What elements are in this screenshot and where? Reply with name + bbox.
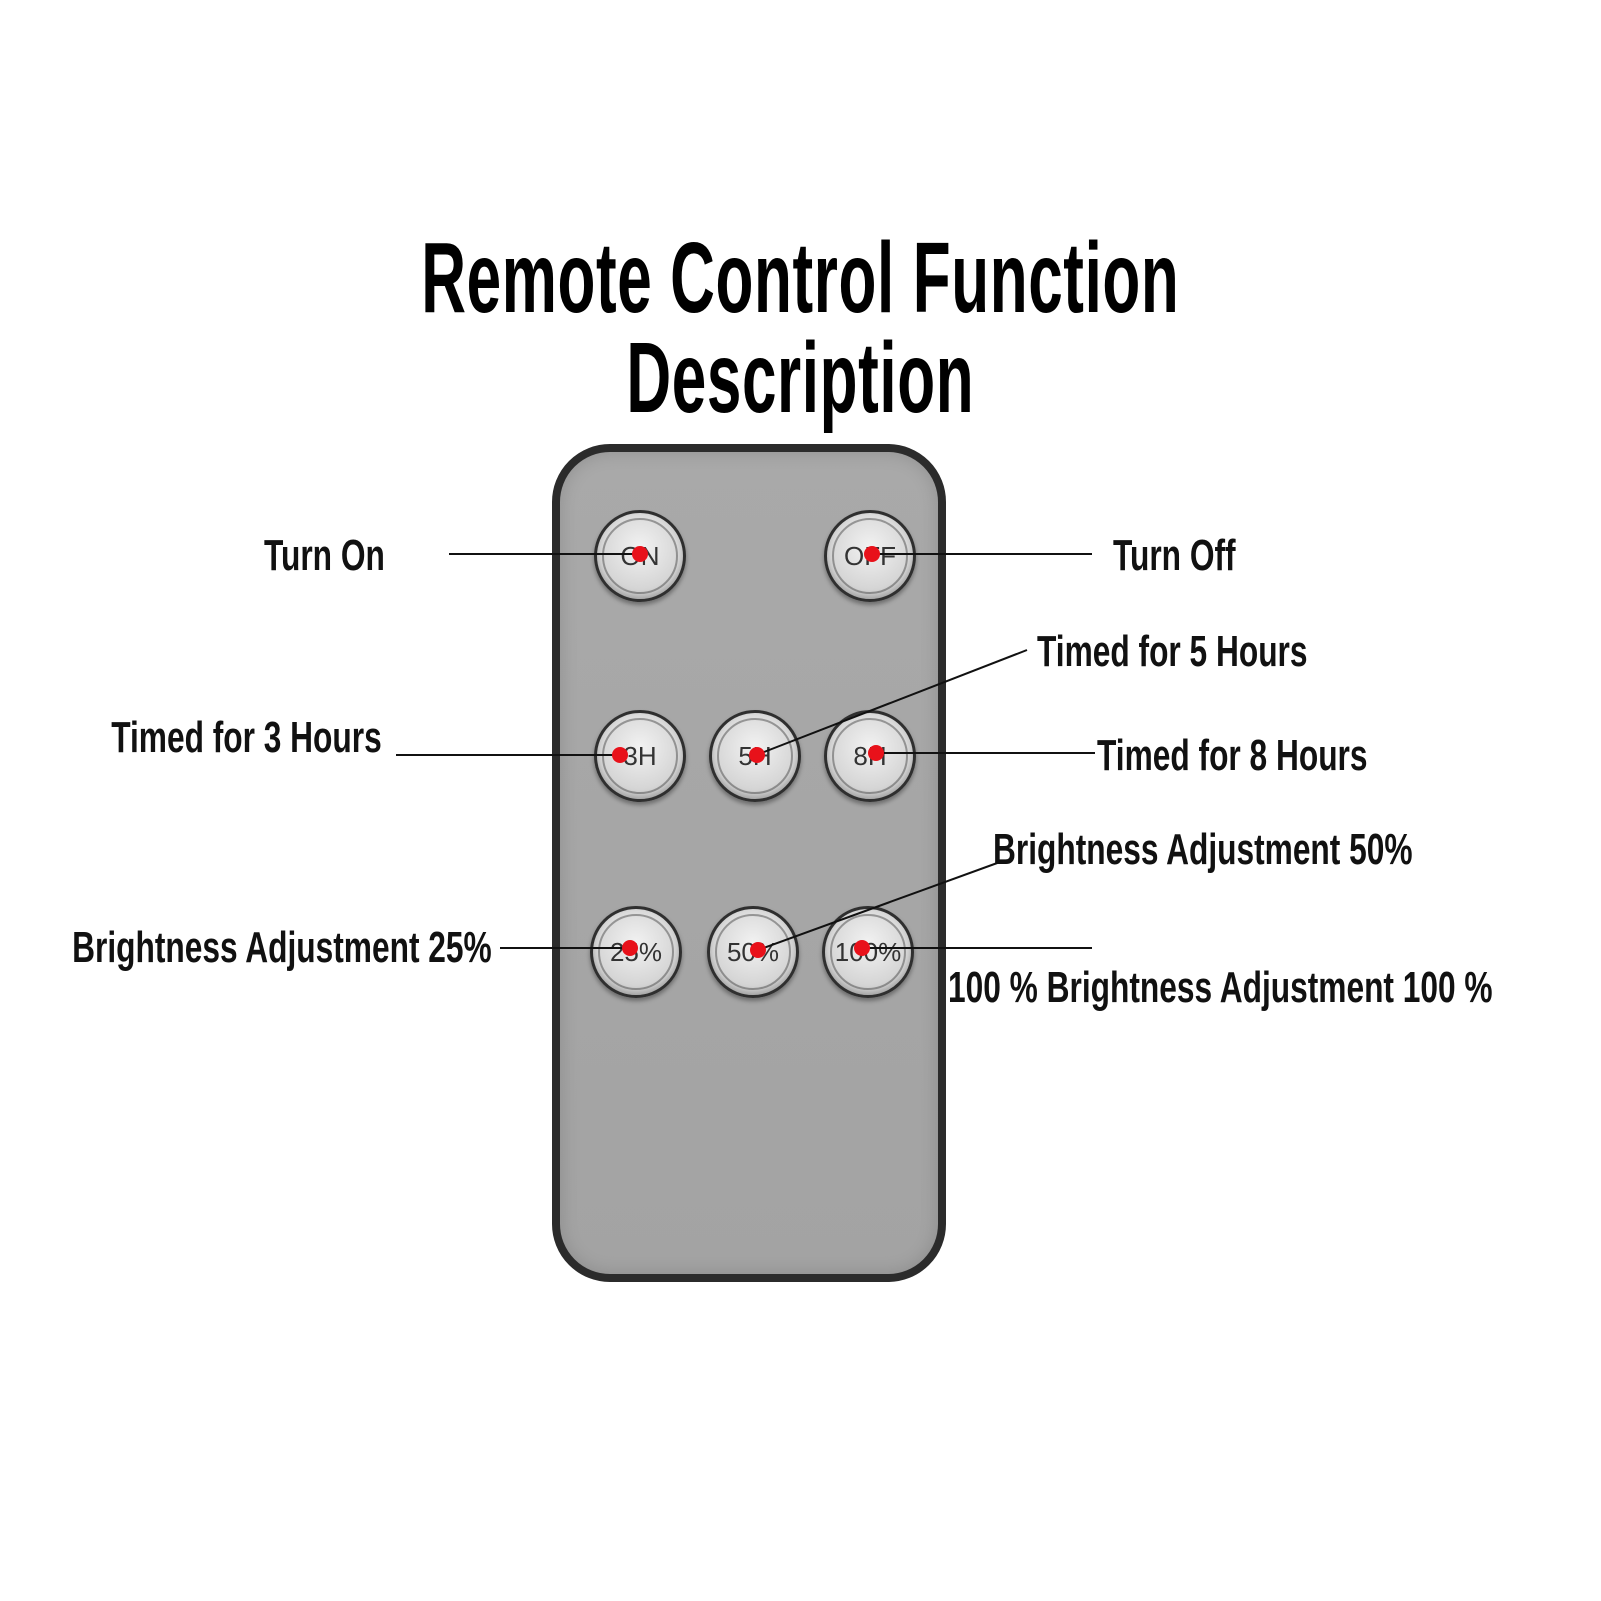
label-timed-5-hours: Timed for 5 Hours: [1037, 627, 1308, 676]
marker-dot-8h: [868, 745, 884, 761]
marker-dot-25: [622, 940, 638, 956]
label-turn-on: Turn On: [264, 531, 385, 580]
label-timed-8-hours: Timed for 8 Hours: [1097, 731, 1368, 780]
label-brightness-50: Brightness Adjustment 50%: [993, 825, 1413, 874]
marker-dot-3h: [612, 747, 628, 763]
marker-dot-5h: [749, 747, 765, 763]
marker-dot-50: [750, 942, 766, 958]
remote-control-body: ON OFF 3H 5H 8H 25% 50% 100%: [552, 444, 946, 1282]
callout-line-timed-5: [763, 649, 1028, 753]
label-brightness-25: Brightness Adjustment 25%: [72, 923, 492, 972]
label-brightness-100: 100 % Brightness Adjustment 100 %: [948, 963, 1493, 1012]
label-turn-off: Turn Off: [1113, 531, 1236, 580]
marker-dot-100: [854, 940, 870, 956]
brightness-25-button[interactable]: 25%: [590, 906, 682, 998]
marker-dot-on: [632, 546, 648, 562]
page-title: Remote Control Function Description: [421, 222, 1180, 434]
label-timed-3-hours: Timed for 3 Hours: [111, 713, 382, 762]
callout-line-bright-50: [757, 861, 1001, 951]
marker-dot-off: [864, 546, 880, 562]
